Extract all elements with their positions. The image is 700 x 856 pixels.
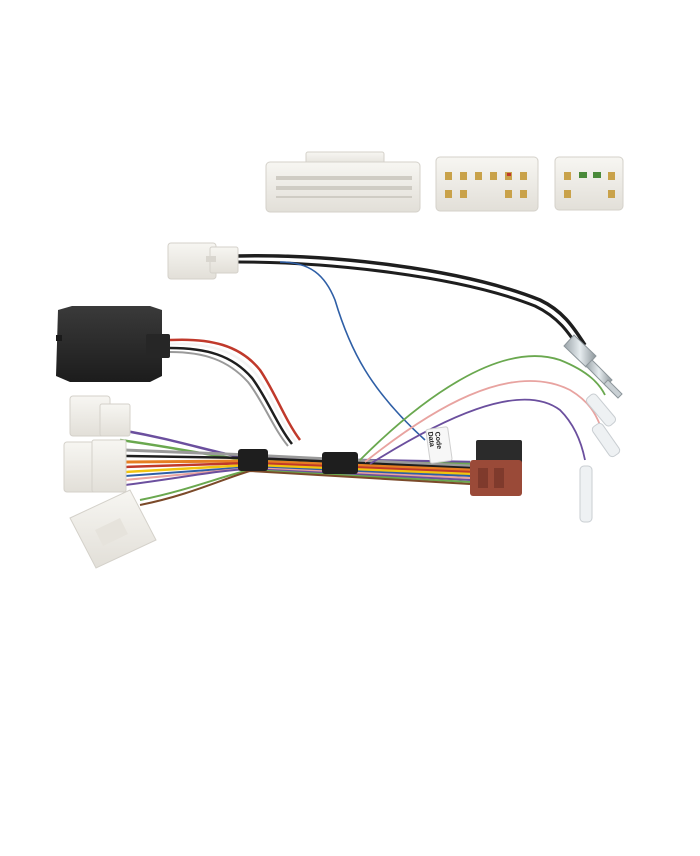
antenna-plug	[563, 334, 623, 399]
vehicle-connector-lower	[69, 489, 157, 569]
oem-connector-large	[265, 151, 421, 213]
vehicle-connector-upper	[69, 395, 131, 437]
interface-module	[56, 306, 170, 382]
label-line2: Data	[426, 431, 435, 447]
antenna-power-connector	[167, 242, 239, 280]
iso-connector	[470, 440, 522, 496]
vehicle-connector-middle	[63, 439, 127, 493]
heat-shrink-sleeve	[322, 452, 358, 474]
label-line1: Code	[433, 431, 442, 449]
oem-connector-12pin	[435, 156, 539, 212]
spade-terminals	[579, 393, 621, 523]
heat-shrink-sleeve	[238, 449, 268, 471]
oem-connector-8pin	[554, 156, 624, 211]
code-data-label-tag: Code Data	[425, 426, 453, 464]
